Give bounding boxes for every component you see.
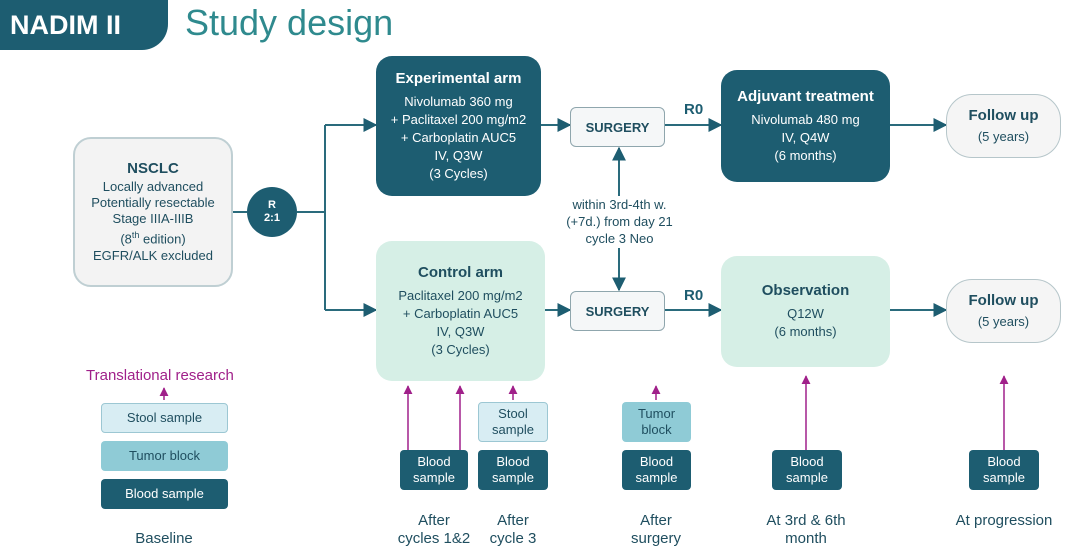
blood-sample-3rd-6th-month: Blood sample <box>772 450 842 490</box>
nsclc-line: Locally advanced <box>102 179 204 195</box>
blood-sample-text: Blood <box>987 454 1021 469</box>
randomization-ratio: 2:1 <box>264 212 280 224</box>
surgery-timing-line: (+7d.) from day 21 <box>566 214 673 229</box>
r0-label-experimental: R0 <box>684 101 704 118</box>
baseline-blood-sample: Blood sample <box>101 479 228 509</box>
control-arm-line: (3 Cycles) <box>431 341 490 357</box>
blood-sample-text: sample <box>492 470 534 485</box>
tumor-block-text: block <box>641 422 672 437</box>
timepoint-line: cycles 1&2 <box>397 530 471 547</box>
control-arm-line: Paclitaxel 200 mg/m2 <box>398 287 523 303</box>
control-arm-line: IV, Q3W <box>436 323 485 339</box>
randomization-label: R <box>268 199 276 211</box>
timepoint-line: At 3rd & 6th <box>766 512 846 529</box>
adjuvant-title: Adjuvant treatment <box>737 87 874 105</box>
stool-sample-text: Stool <box>498 406 528 421</box>
surgery-box-experimental: SURGERY <box>570 107 665 147</box>
control-arm-title: Control arm <box>417 263 503 281</box>
nsclc-edition-close: edition) <box>139 231 186 247</box>
blood-sample-text: sample <box>635 470 678 485</box>
observation-title: Observation <box>761 282 850 299</box>
control-arm-box: Control arm Paclitaxel 200 mg/m2 + Carbo… <box>376 241 545 381</box>
nsclc-box: NSCLC Locally advanced Potentially resec… <box>73 137 233 287</box>
study-badge: NADIM II <box>0 0 168 50</box>
nsclc-title: NSCLC <box>127 160 179 178</box>
surgery-timing-line: cycle 3 Neo <box>585 231 654 246</box>
blood-sample-text: Blood <box>790 454 824 469</box>
nsclc-line: Potentially resectable <box>91 195 215 211</box>
nsclc-edition: (8th edition) <box>120 227 185 247</box>
blood-sample-text: sample <box>413 470 455 485</box>
adjuvant-line: IV, Q4W <box>781 129 830 145</box>
page-title: Study design <box>185 2 394 43</box>
surgery-timing-line: within 3rd-4th w. <box>572 197 667 212</box>
timepoint-line: After <box>418 512 450 529</box>
after-surgery-label: After surgery <box>606 512 706 548</box>
nsclc-line: Stage IIIA-IIIB <box>112 211 194 227</box>
randomization-circle: R 2:1 <box>247 187 297 237</box>
adjuvant-treatment-box: Adjuvant treatment Nivolumab 480 mg IV, … <box>721 70 890 182</box>
after-cycle-3-label: After cycle 3 <box>468 512 558 548</box>
observation-line: (6 months) <box>774 324 837 339</box>
experimental-arm-line: (3 Cycles) <box>429 165 488 181</box>
at-progression-label: At progression <box>955 512 1053 529</box>
experimental-arm-line: + Paclitaxel 200 mg/m2 <box>390 111 527 127</box>
blood-sample-after-surgery: Blood sample <box>622 450 691 490</box>
timepoint-line: month <box>785 530 827 547</box>
control-arm-line: + Carboplatin AUC5 <box>402 305 519 321</box>
blood-sample-text: Blood <box>496 454 530 469</box>
tumor-block-text: Tumor <box>637 406 676 421</box>
timepoint-line: cycle 3 <box>489 530 537 547</box>
adjuvant-line: (6 months) <box>774 147 837 163</box>
at-3rd-6th-month-label: At 3rd & 6th month <box>746 512 866 548</box>
adjuvant-line: Nivolumab 480 mg <box>751 111 860 127</box>
timepoint-line: surgery <box>630 530 682 547</box>
follow-up-title: Follow up <box>968 291 1039 309</box>
surgery-box-control: SURGERY <box>570 291 665 331</box>
blood-sample-text: sample <box>983 470 1025 485</box>
after-cycles-12-label: After cycles 1&2 <box>384 512 484 548</box>
follow-up-duration: (5 years) <box>977 128 1030 144</box>
follow-up-duration: (5 years) <box>977 313 1030 329</box>
tumor-block-after-surgery: Tumor block <box>622 402 691 442</box>
nsclc-edition-sup: th <box>131 230 140 241</box>
translational-research-label: Translational research <box>86 367 234 384</box>
follow-up-box-experimental: Follow up (5 years) <box>946 94 1061 158</box>
r0-label-control: R0 <box>684 287 704 304</box>
follow-up-box-control: Follow up (5 years) <box>946 279 1061 343</box>
nsclc-line: EGFR/ALK excluded <box>93 247 213 263</box>
baseline-label: Baseline <box>135 530 193 547</box>
blood-sample-text: sample <box>786 470 828 485</box>
blood-sample-after-cycles-12: Blood sample <box>400 450 468 490</box>
stool-sample-after-cycle-3: Stool sample <box>478 402 548 442</box>
experimental-arm-line: IV, Q3W <box>434 147 483 163</box>
baseline-tumor-block: Tumor block <box>101 441 228 471</box>
blood-sample-at-progression: Blood sample <box>969 450 1039 490</box>
surgery-timing-note: within 3rd-4th w. (+7d.) from day 21 cyc… <box>552 196 687 247</box>
timepoint-line: After <box>497 512 529 529</box>
blood-sample-after-cycle-3: Blood sample <box>478 450 548 490</box>
timepoint-line: After <box>640 512 672 529</box>
nsclc-edition-open: (8 <box>120 231 132 247</box>
blood-sample-text: Blood <box>639 454 674 469</box>
experimental-arm-title: Experimental arm <box>395 69 522 87</box>
follow-up-title: Follow up <box>968 106 1039 124</box>
baseline-stool-sample: Stool sample <box>101 403 228 433</box>
experimental-arm-line: Nivolumab 360 mg <box>404 93 513 109</box>
blood-sample-text: Blood <box>417 454 451 469</box>
observation-line: Q12W <box>787 306 824 321</box>
observation-box: Observation Q12W (6 months) <box>721 256 890 367</box>
experimental-arm-line: + Carboplatin AUC5 <box>400 129 517 145</box>
stool-sample-text: sample <box>492 422 534 437</box>
experimental-arm-box: Experimental arm Nivolumab 360 mg + Pacl… <box>376 56 541 196</box>
